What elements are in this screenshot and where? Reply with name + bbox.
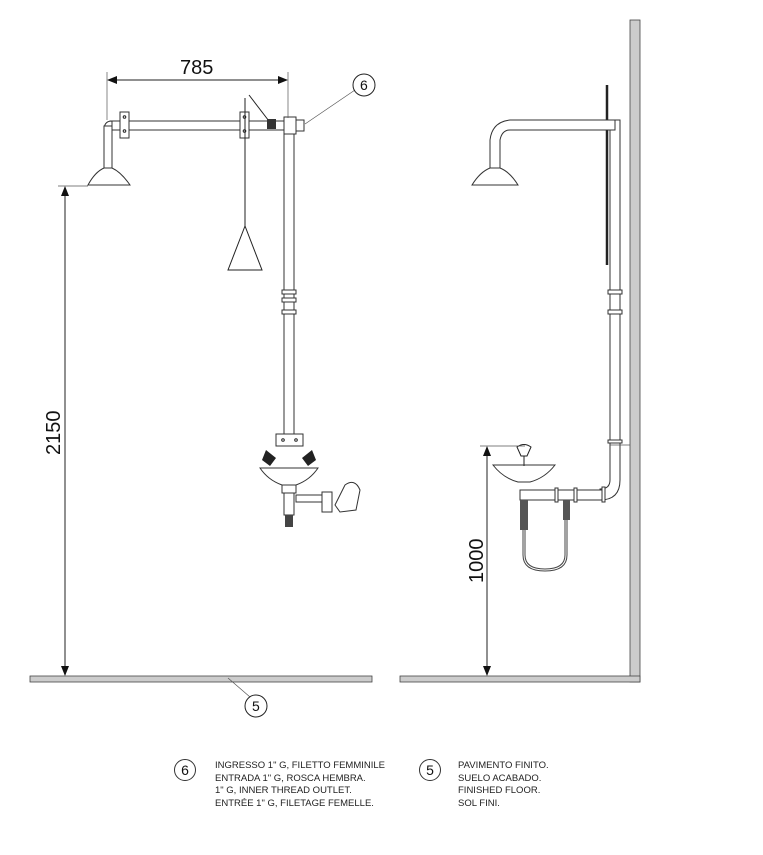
legend-inlet-line: ENTRADA 1" G, ROSCA HEMBRA. [215, 772, 366, 784]
front-view: 785 2150 6 5 [29, 57, 376, 718]
legend-inlet-line: 1" G, INNER THREAD OUTLET. [215, 785, 352, 796]
callout-5-leader [227, 677, 251, 698]
side-eyewash-bowl [491, 464, 557, 483]
pipe-coupling [281, 289, 297, 295]
callout-5-circle [244, 694, 268, 718]
shower-head [87, 167, 131, 186]
inlet-connection [295, 119, 305, 132]
pipe-coupling [281, 309, 297, 315]
side-shower-arm [489, 119, 616, 169]
pipe-coupling [607, 289, 623, 295]
legend-floor-line: SOL FINI. [458, 797, 500, 809]
callout-6: 6 [360, 77, 368, 93]
hose-fitting [563, 500, 570, 520]
callout-6-leader [304, 89, 356, 125]
dimension-785: 785 [180, 57, 213, 79]
legend-floor-line: PAVIMENTO FINITO. [458, 760, 549, 771]
eyewash-bowl [259, 467, 319, 486]
pedal-elbow [321, 491, 333, 513]
pipe-coupling [554, 487, 559, 503]
legend-inlet-line: INGRESSO 1" G, FILETTO FEMMINILE [215, 760, 386, 771]
bowl-outlet [281, 484, 297, 494]
hose-highlight [523, 520, 567, 571]
side-shower-head [471, 167, 519, 186]
pipe-coupling [573, 487, 578, 503]
callout-6-circle [352, 73, 376, 97]
bolt-icon [122, 129, 127, 133]
eyewash-bracket [275, 433, 304, 447]
legend-inlet-line: ENTRÉE 1" G, FILETAGE FEMELLE. [215, 797, 374, 809]
legend-floor-line: FINISHED FLOOR. [458, 785, 541, 796]
pipe-coupling [607, 439, 623, 444]
bolt-icon [281, 438, 285, 442]
drain-fitting [285, 515, 293, 527]
pipe-coupling [601, 486, 606, 503]
legend-5-number: 5 [419, 759, 441, 781]
drain-pipe [283, 492, 295, 516]
mounting-bracket [119, 111, 130, 139]
hose [522, 520, 568, 572]
legend-6-number: 6 [174, 759, 196, 781]
floor-left [29, 675, 373, 683]
callout-5: 5 [252, 698, 260, 714]
wall [629, 19, 641, 683]
shower-valve [267, 119, 276, 129]
dimension-2150: 2150 [43, 411, 65, 456]
eyewash-nozzle [302, 450, 316, 466]
eyewash-nozzle [262, 450, 276, 466]
bolt-icon [294, 438, 298, 442]
shower-drop-pipe [103, 125, 113, 169]
side-view: 1000 [399, 19, 641, 683]
pipe-coupling [607, 309, 623, 315]
hose-fitting [520, 500, 528, 530]
legend-floor: PAVIMENTO FINITO. SUELO ACABADO. FINISHE… [458, 760, 549, 810]
pipe-coupling [281, 297, 297, 303]
floor-right [399, 675, 641, 683]
legend-floor-line: SUELO ACABADO. [458, 772, 542, 784]
foot-pedal[interactable] [334, 481, 361, 513]
pull-triangle-handle[interactable] [227, 224, 263, 271]
legend-inlet: INGRESSO 1" G, FILETTO FEMMINILE ENTRADA… [215, 760, 385, 810]
dimension-1000: 1000 [466, 539, 488, 584]
bolt-icon [122, 115, 127, 119]
supply-pipe [283, 133, 295, 435]
eyewash-supply-pipe [519, 489, 603, 501]
tee-fitting [283, 116, 297, 135]
